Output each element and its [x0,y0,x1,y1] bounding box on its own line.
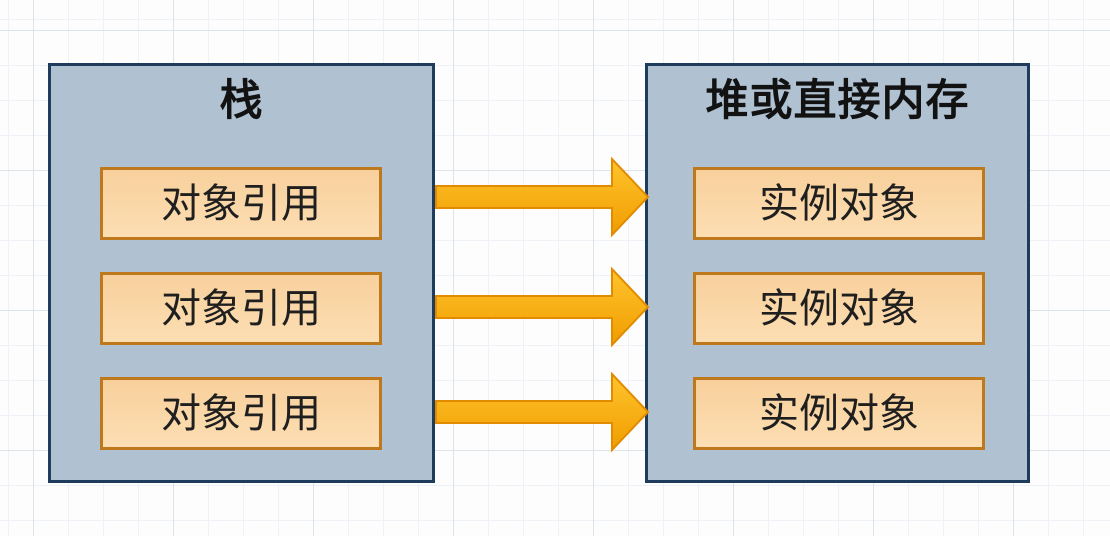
instance-object-box-3: 实例对象 [693,377,985,450]
heap-box: 堆或直接内存 实例对象 实例对象 实例对象 [645,63,1030,483]
object-reference-box-2: 对象引用 [100,272,382,345]
object-reference-label-2: 对象引用 [161,286,321,331]
right-arrow-icon-3 [435,371,650,453]
object-reference-box-3: 对象引用 [100,377,382,450]
object-reference-label-3: 对象引用 [161,391,321,436]
instance-object-label-3: 实例对象 [759,391,919,436]
object-reference-label-1: 对象引用 [161,181,321,226]
stack-title: 栈 [219,77,264,125]
instance-object-box-1: 实例对象 [693,167,985,240]
instance-object-label-2: 实例对象 [759,286,919,331]
object-reference-box-1: 对象引用 [100,167,382,240]
instance-object-label-1: 实例对象 [759,181,919,226]
right-arrow-icon-1 [435,156,650,238]
instance-object-box-2: 实例对象 [693,272,985,345]
right-arrow-icon-2 [435,266,650,348]
stack-box: 栈 对象引用 对象引用 对象引用 [48,63,435,483]
heap-title: 堆或直接内存 [705,77,970,125]
